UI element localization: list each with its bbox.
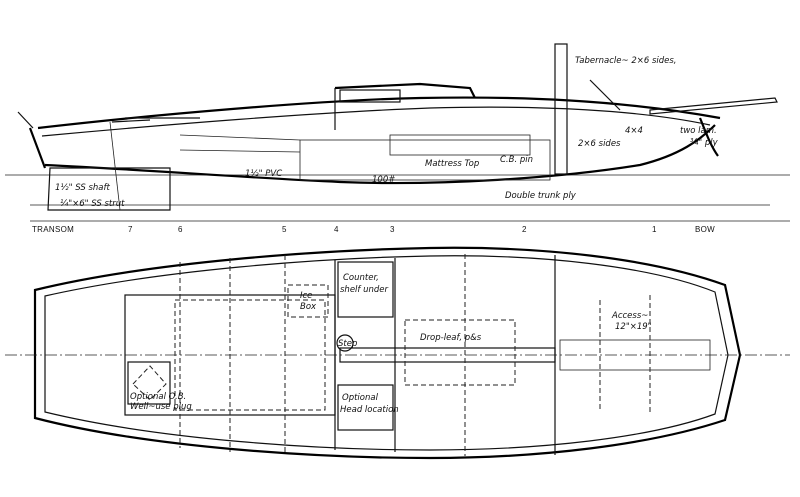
head-label-2: Head location	[340, 405, 399, 415]
cb-pin-note: C.B. pin	[500, 155, 533, 165]
sheer-line-inner	[41, 106, 711, 137]
icebox-label-2: Box	[300, 302, 317, 312]
cockpit-seat-outline	[174, 299, 326, 411]
head-label-1: Optional	[342, 393, 379, 403]
pvc-note: 1½" PVC	[245, 169, 282, 179]
sheer-line	[37, 96, 721, 130]
station-4: 4	[334, 225, 339, 234]
outboard-plug	[132, 365, 167, 401]
dropleaf-label: Drop-leaf, p&s	[420, 333, 482, 343]
drop-leaf-table	[404, 319, 516, 386]
cabin-top	[334, 82, 476, 99]
counter-label-2: shelf under	[340, 285, 389, 295]
counter-label-1: Counter,	[343, 273, 379, 283]
tabernacle-leader	[589, 79, 621, 111]
shaft-line	[109, 121, 121, 211]
tabernacle-note: Tabernacle~ 2×6 sides,	[575, 56, 677, 66]
plan-view: Ice Box Counter, shelf under Drop-leaf, …	[5, 246, 790, 460]
station-3: 3	[390, 225, 395, 234]
station-5: 5	[282, 225, 287, 234]
step-marker	[336, 334, 354, 352]
bow-label: BOW	[695, 225, 715, 234]
cockpit-sole	[179, 134, 301, 141]
transom-rake	[17, 111, 34, 129]
stem	[698, 117, 719, 157]
hull-bottom	[44, 124, 716, 185]
station-1: 1	[652, 225, 657, 234]
trunk-note: Double trunk ply	[505, 191, 577, 201]
rudder-skeg	[47, 167, 171, 211]
station-7: 7	[128, 225, 133, 234]
shaft-note: 1½" SS shaft	[55, 183, 110, 193]
transom-line	[28, 127, 47, 169]
access-label-1: Access~	[611, 311, 648, 321]
hull-outline-plan	[33, 246, 742, 460]
icebox-label-1: Ice	[300, 291, 312, 301]
two-lam-note: two lam.	[680, 126, 717, 136]
transom-label: TRANSOM	[32, 225, 74, 234]
keel-weight-note: 100#	[372, 175, 395, 185]
berth-outline	[299, 139, 551, 181]
mast-tabernacle	[554, 43, 568, 175]
bow-access	[559, 339, 711, 371]
bowsprit	[649, 97, 778, 115]
station-2: 2	[522, 225, 527, 234]
ice-box	[287, 284, 329, 318]
mattress-note: Mattress Top	[425, 159, 479, 169]
sides-note: 2×6 sides	[578, 139, 621, 149]
strut-note: ¼"×6" SS strut	[60, 199, 125, 209]
ob-label-1: Optional O.B.	[130, 392, 186, 402]
station-row: TRANSOM BOW 7 6 5 4 3 2 1	[30, 220, 790, 234]
head-location	[337, 384, 394, 431]
ply-note: ¾" ply	[690, 138, 719, 148]
station-6: 6	[178, 225, 183, 234]
cockpit-floor	[179, 149, 301, 153]
profile-view: Tabernacle~ 2×6 sides, 1½" SS shaft ¼"×6…	[5, 43, 790, 211]
access-label-2: 12"×19"	[615, 322, 652, 332]
step-label: Step	[338, 339, 357, 349]
tiller	[111, 119, 151, 123]
counter	[337, 261, 394, 318]
cabin-window	[339, 89, 401, 103]
ob-label-2: Well~use plug	[130, 402, 192, 412]
outboard-well	[127, 361, 171, 405]
hull-inner-plan	[44, 255, 729, 451]
centerboard-trunk	[389, 134, 531, 156]
trunk-plan	[339, 347, 556, 363]
post-note: 4×4	[625, 126, 643, 136]
